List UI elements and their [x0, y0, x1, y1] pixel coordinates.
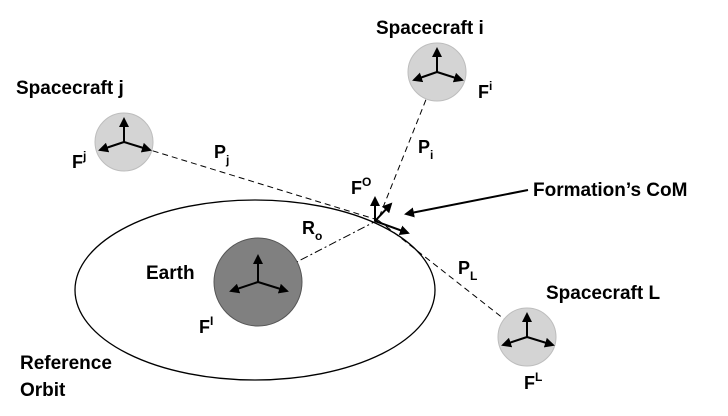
earth [213, 237, 303, 327]
axes-icon [501, 312, 555, 348]
label-reference-orbit-line2: Orbit [20, 380, 66, 401]
symbol-frame-l: FL [524, 370, 542, 393]
label-spacecraft-i: Spacecraft i [376, 18, 484, 39]
label-spacecraft-l: Spacecraft L [546, 283, 660, 304]
com-pointer-arrow [404, 189, 529, 218]
spacecraft-j [94, 112, 154, 172]
label-earth: Earth [146, 263, 195, 284]
reference-orbit [74, 199, 436, 381]
spacecraft-i [407, 42, 467, 102]
symbol-frame-i: Fi [478, 79, 492, 102]
com-frame-axes-icon [370, 196, 410, 235]
symbol-p-l: PL [458, 258, 477, 283]
label-reference-orbit-line1: Reference [20, 353, 112, 374]
line-pl [377, 219, 528, 338]
line-pi [377, 71, 438, 221]
symbol-p-j: Pj [214, 142, 229, 167]
label-formation-com: Formation’s CoM [533, 180, 687, 201]
spacecraft-l [497, 307, 557, 367]
symbol-frame-j: Fj [72, 149, 86, 172]
axes-icon [229, 254, 289, 294]
symbol-frame-orbit: FO [351, 175, 371, 198]
axes-icon [98, 117, 152, 153]
line-pj [123, 141, 379, 221]
label-spacecraft-j: Spacecraft j [16, 78, 124, 99]
symbol-r-o: Ro [302, 218, 322, 243]
axes-icon [412, 47, 464, 83]
symbol-frame-inertial: FI [199, 314, 213, 337]
symbol-p-i: Pi [418, 137, 433, 162]
